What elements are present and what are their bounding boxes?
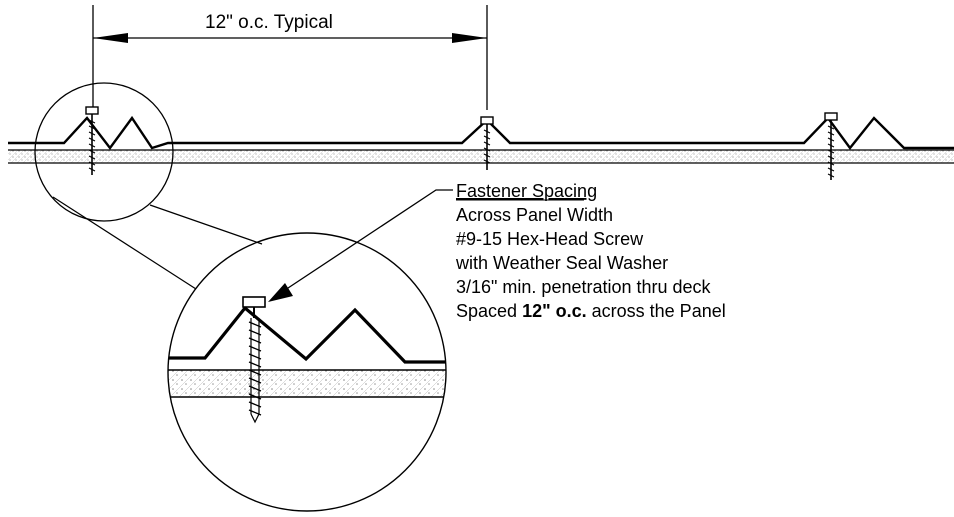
detail-circle-large (167, 232, 447, 512)
detail-circle-small (34, 82, 174, 222)
callout-line-1: Across Panel Width (456, 205, 613, 225)
dimension-line: 12" o.c. Typical (92, 5, 488, 110)
fastener-screw-1 (85, 106, 99, 175)
dimension-arrow-right (452, 33, 487, 43)
fastener-screw-2 (480, 116, 494, 170)
callout-line-2: #9-15 Hex-Head Screw (456, 229, 644, 249)
zoom-leader-left (52, 196, 197, 290)
callout-line-3: with Weather Seal Washer (455, 253, 668, 273)
spacing-prefix: Spaced (456, 301, 522, 321)
callout-heading: Fastener Spacing (456, 181, 597, 201)
detail-zoom-view (167, 232, 447, 512)
callout-spacing-line: Spaced 12" o.c. across the Panel (456, 301, 726, 321)
spacing-value: 12" o.c. (522, 301, 587, 321)
fastener-screw-detail (242, 296, 266, 424)
callout-note: Fastener Spacing Across Panel Width #9-1… (455, 181, 726, 321)
fastener-screw-3 (824, 112, 838, 180)
callout-leader (268, 189, 453, 302)
dimension-label: 12" o.c. Typical (205, 12, 333, 33)
roof-deck (8, 149, 954, 164)
zoom-leader-right (149, 204, 263, 245)
metal-panel-profile (8, 115, 954, 151)
dimension-arrow-left (93, 33, 128, 43)
spacing-suffix: across the Panel (587, 301, 726, 321)
callout-line-4: 3/16" min. penetration thru deck (456, 277, 712, 297)
callout-arrow-head (268, 283, 293, 302)
